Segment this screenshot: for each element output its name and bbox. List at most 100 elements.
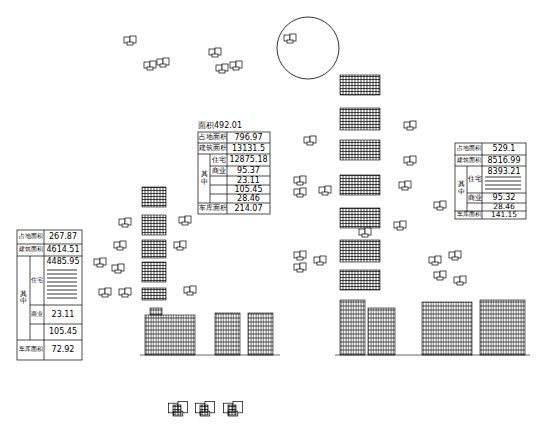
building-plan — [112, 264, 124, 273]
table-cell: 其中 — [20, 291, 27, 305]
building-plan — [294, 176, 306, 185]
building-plan — [294, 188, 306, 197]
elevations — [140, 300, 530, 355]
mark-circle — [277, 17, 339, 79]
note-line — [485, 189, 521, 190]
building-plan — [179, 216, 191, 225]
table-cell: 8516.99 — [487, 157, 520, 165]
building-block — [142, 262, 166, 282]
table-cell: 4614.51 — [46, 246, 79, 254]
note-line — [47, 270, 77, 271]
building-block — [142, 288, 166, 300]
table-cell: 4485.95 — [46, 258, 79, 266]
building-plan — [404, 121, 416, 130]
table-cell: 车库面积 — [457, 212, 481, 218]
table-cell: 141.15 — [491, 211, 517, 219]
table-cell: 商业 — [31, 312, 43, 318]
table-cell: 529.1 — [493, 145, 516, 153]
building-plan — [157, 58, 169, 67]
building-block — [340, 240, 380, 262]
table-cell: 796.97 — [235, 134, 263, 142]
table-heading: 面积492.01 — [198, 122, 242, 130]
note-line — [47, 274, 77, 275]
note-line — [47, 278, 77, 279]
note-line — [47, 282, 77, 283]
note-line — [485, 177, 521, 178]
table-cell: 23.11 — [237, 177, 260, 185]
table-cell: 车库面积 — [199, 205, 227, 212]
building-plan — [314, 256, 326, 265]
building-plan — [394, 221, 406, 230]
building-plan — [230, 61, 242, 70]
building-plan — [144, 61, 156, 70]
building-plan — [294, 263, 306, 272]
table-cell: 其中 — [458, 181, 465, 195]
table-cell: 12875.18 — [229, 156, 267, 164]
table-cell: 商业 — [468, 195, 482, 202]
building-plan — [216, 64, 228, 73]
building-plan — [124, 36, 136, 45]
table-cell: 车库面积 — [19, 347, 43, 353]
table-cell: 建筑面积 — [199, 145, 227, 152]
building-plan — [119, 218, 131, 227]
building-plan — [434, 201, 446, 210]
table-cell: 占地面积 — [19, 234, 43, 240]
building-plan — [449, 251, 461, 260]
table-cell: 23.11 — [52, 311, 75, 319]
building-plan — [404, 156, 416, 165]
building-block — [340, 175, 380, 195]
table-cell: 28.46 — [493, 203, 514, 211]
building-plan — [174, 241, 186, 250]
building-plan — [434, 271, 446, 280]
note-line — [47, 286, 77, 287]
note-line — [47, 290, 77, 291]
table-cell: 105.45 — [235, 186, 263, 194]
building-block — [340, 140, 380, 160]
table-cell: 其中 — [201, 171, 208, 185]
building-plan — [94, 258, 106, 267]
table-cell: 214.07 — [235, 205, 263, 213]
note-line — [47, 298, 77, 299]
building-plan — [168, 402, 187, 416]
table-cell: 住宅 — [212, 157, 226, 164]
building-blocks — [142, 75, 380, 300]
building-block — [142, 215, 166, 235]
note-line — [485, 185, 521, 186]
building-plan — [359, 228, 371, 237]
building-block — [142, 240, 166, 258]
note-line — [485, 181, 521, 182]
building-plan — [454, 276, 466, 285]
table-cell: 72.92 — [52, 346, 75, 354]
building-plan — [399, 181, 411, 190]
area-tables — [17, 132, 526, 360]
table-cell: 占地面积 — [457, 146, 481, 152]
building-plan — [429, 256, 441, 265]
building-plan — [99, 288, 111, 297]
building-plan — [319, 186, 331, 195]
table-cell: 105.45 — [49, 328, 77, 336]
table-cell: 95.37 — [237, 167, 260, 175]
building-plan — [119, 288, 131, 297]
building-plan — [284, 34, 296, 43]
building-plan — [209, 48, 221, 57]
building-block — [340, 270, 380, 290]
table-cell: 建筑面积 — [457, 158, 481, 164]
building-plans — [94, 34, 466, 416]
building-block — [340, 108, 380, 130]
building-plan — [304, 136, 316, 145]
table-cell: 8393.21 — [487, 168, 520, 176]
table-cell: 建筑面积 — [19, 247, 43, 253]
table-cell: 13131.5 — [232, 145, 265, 153]
building-plan — [223, 402, 242, 416]
building-block — [340, 75, 380, 95]
note-line — [47, 294, 77, 295]
table-cell: 95.32 — [493, 194, 516, 202]
table-notes — [47, 167, 521, 298]
building-plan — [195, 402, 214, 416]
table-cell: 商业 — [212, 168, 226, 175]
table-cell: 28.46 — [237, 195, 260, 203]
building-block — [340, 208, 380, 228]
building-plan — [114, 241, 126, 250]
